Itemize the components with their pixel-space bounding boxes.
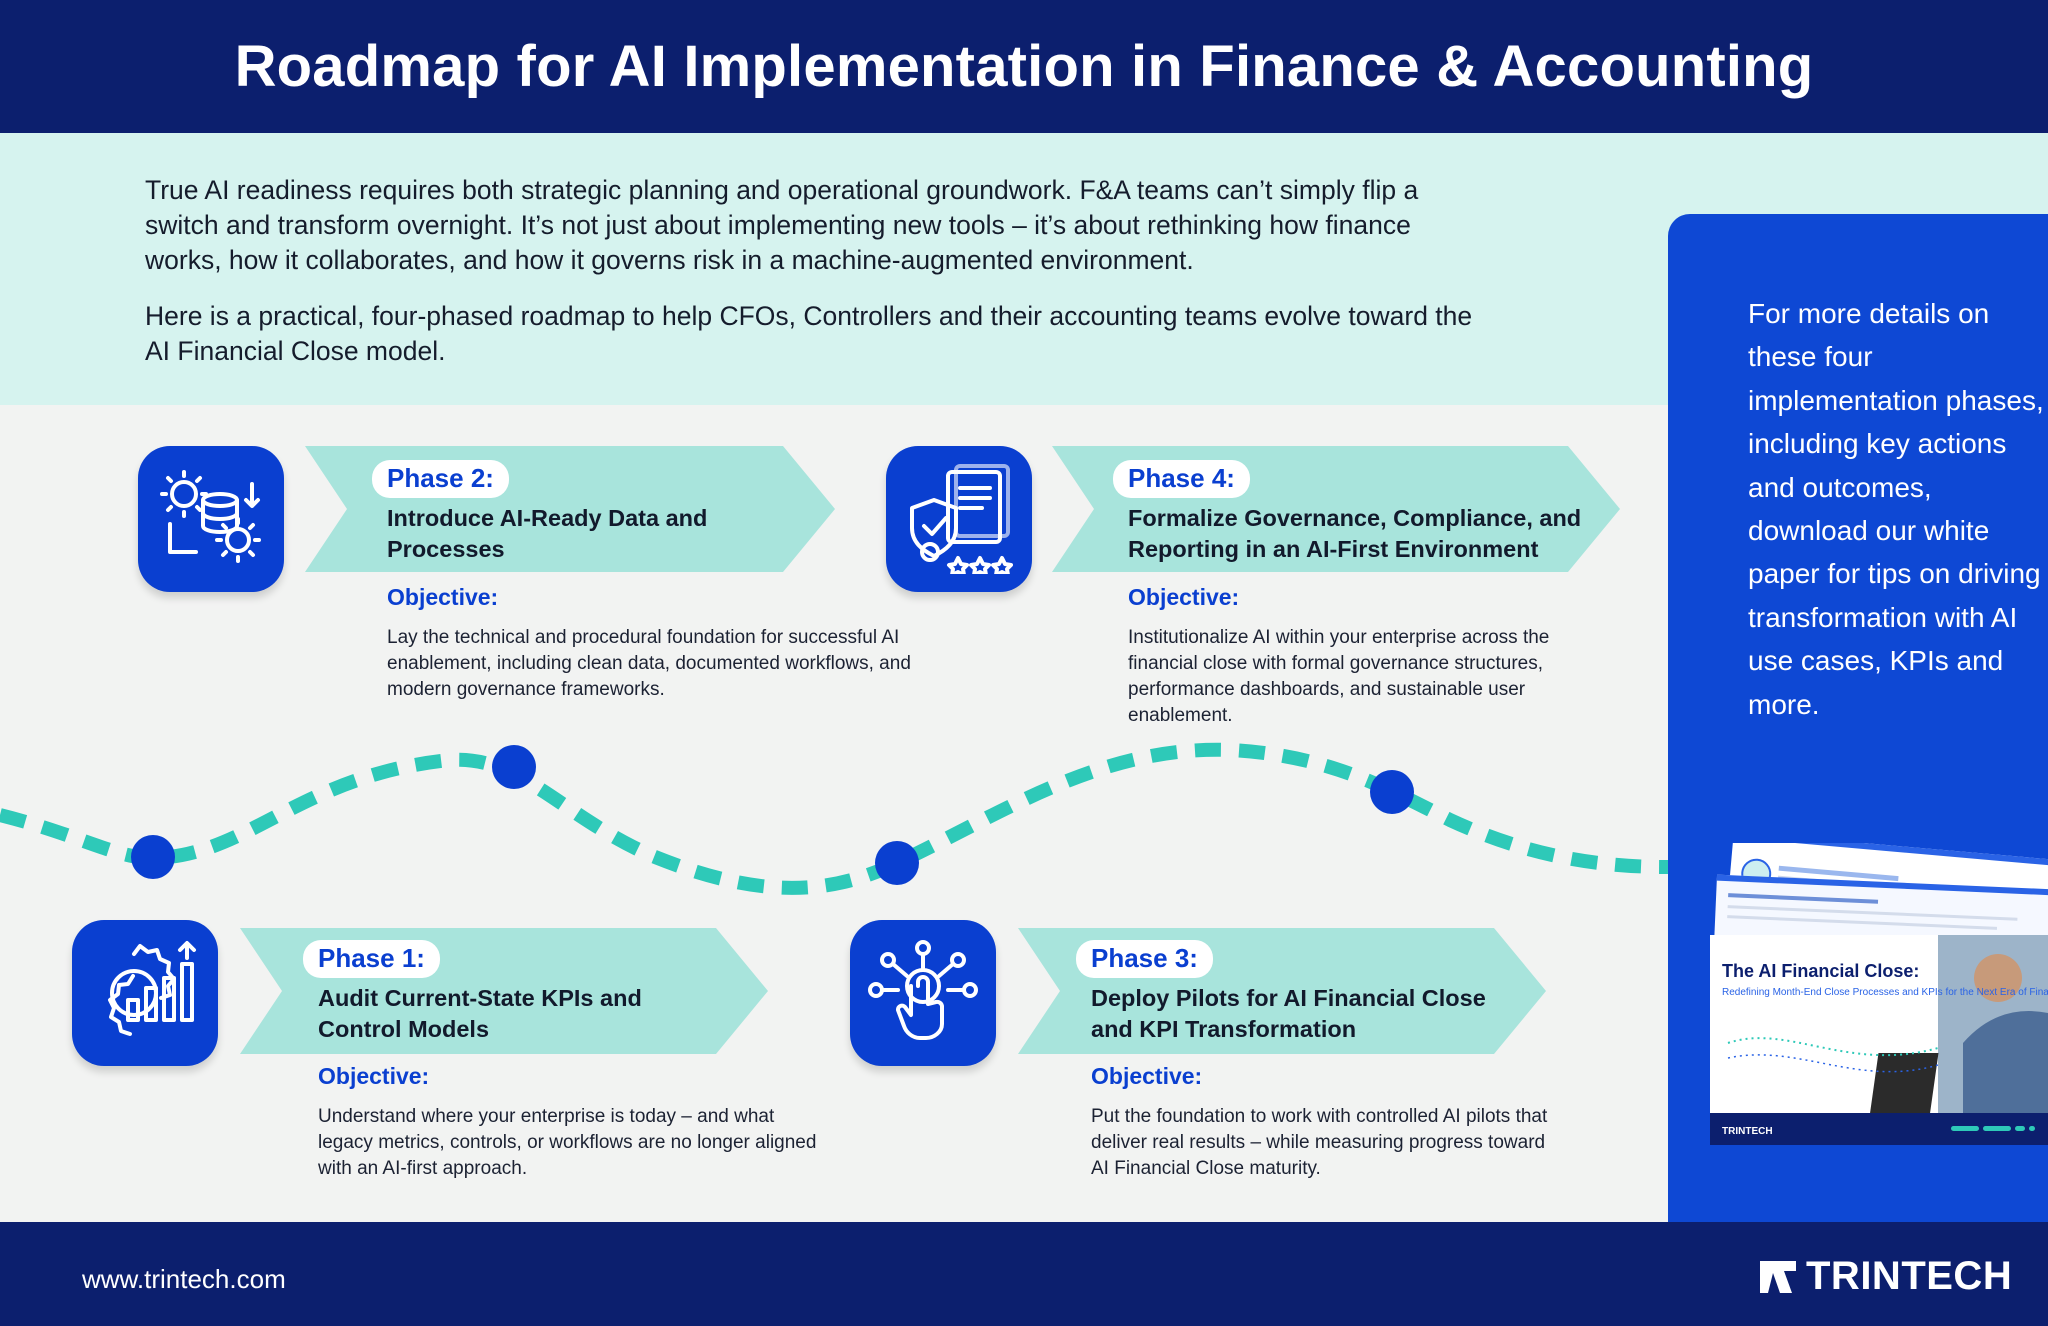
document-shield-badge-icon bbox=[886, 446, 1032, 592]
phase-1-objective-label: Objective: bbox=[318, 1063, 430, 1089]
roadmap-wave bbox=[0, 742, 1668, 895]
milestone-dot-3 bbox=[875, 841, 919, 885]
trintech-logo-mark-icon bbox=[1760, 1260, 1796, 1293]
sidebar-cta-text: For more details on these four implement… bbox=[1748, 298, 2044, 720]
phase-4-objective-label: Objective: bbox=[1128, 584, 1240, 610]
phase-3-title: Deploy Pilots for AI Financial Close and… bbox=[1091, 985, 1486, 1042]
phase-2-objective-label: Objective: bbox=[387, 584, 499, 610]
phase-2-title: Introduce AI-Ready Data and Processes bbox=[387, 505, 708, 562]
logo-text: TRINTECH bbox=[1806, 1254, 2013, 1298]
phase-4-objective-text: Institutionalize AI within your enterpri… bbox=[1128, 627, 1550, 726]
phase-3-objective-text: Put the foundation to work with controll… bbox=[1091, 1106, 1548, 1179]
whitepaper-thumbnail[interactable]: The AI Financial Close: Redefining Month… bbox=[1708, 831, 2048, 1163]
gear-bar-chart-icon bbox=[72, 920, 218, 1066]
intro-paragraph-2: Here is a practical, four-phased roadmap… bbox=[145, 301, 1473, 366]
trintech-logo: TRINTECH bbox=[1758, 1254, 2012, 1299]
intro-paragraph-1: True AI readiness requires both strategi… bbox=[145, 175, 1419, 275]
milestone-dot-4 bbox=[1370, 770, 1414, 814]
whitepaper-subtitle-line: Redefining Month-End Close Processes and… bbox=[1722, 987, 2048, 998]
phase-2-label: Phase 2: bbox=[372, 460, 509, 498]
whitepaper-brand: TRINTECH bbox=[1722, 1126, 1773, 1137]
phase-1-label: Phase 1: bbox=[303, 940, 440, 978]
phase-1-title: Audit Current-State KPIs and Control Mod… bbox=[318, 985, 642, 1042]
phase-3-label: Phase 3: bbox=[1076, 940, 1213, 978]
phase-3-objective-label: Objective: bbox=[1091, 1063, 1203, 1089]
phase-4-label: Phase 4: bbox=[1113, 460, 1250, 498]
touch-network-icon bbox=[850, 920, 996, 1066]
footer-band bbox=[0, 1222, 2048, 1326]
whitepaper-subtitle: Redefining Month-End Close Processes and… bbox=[1722, 987, 2048, 998]
whitepaper-title: The AI Financial Close: bbox=[1722, 961, 1919, 981]
milestone-dot-2 bbox=[492, 745, 536, 789]
milestone-dot-1 bbox=[131, 835, 175, 879]
phase-4-title: Formalize Governance, Compliance, and Re… bbox=[1128, 505, 1582, 562]
phase-1-objective-text: Understand where your enterprise is toda… bbox=[318, 1106, 817, 1179]
header-band: Roadmap for AI Implementation in Finance… bbox=[0, 0, 2048, 133]
page-title: Roadmap for AI Implementation in Finance… bbox=[234, 34, 1814, 99]
gears-database-icon bbox=[138, 446, 284, 592]
footer-url-link[interactable]: www.trintech.com bbox=[82, 1264, 286, 1294]
phase-2-objective-text: Lay the technical and procedural foundat… bbox=[387, 627, 911, 700]
